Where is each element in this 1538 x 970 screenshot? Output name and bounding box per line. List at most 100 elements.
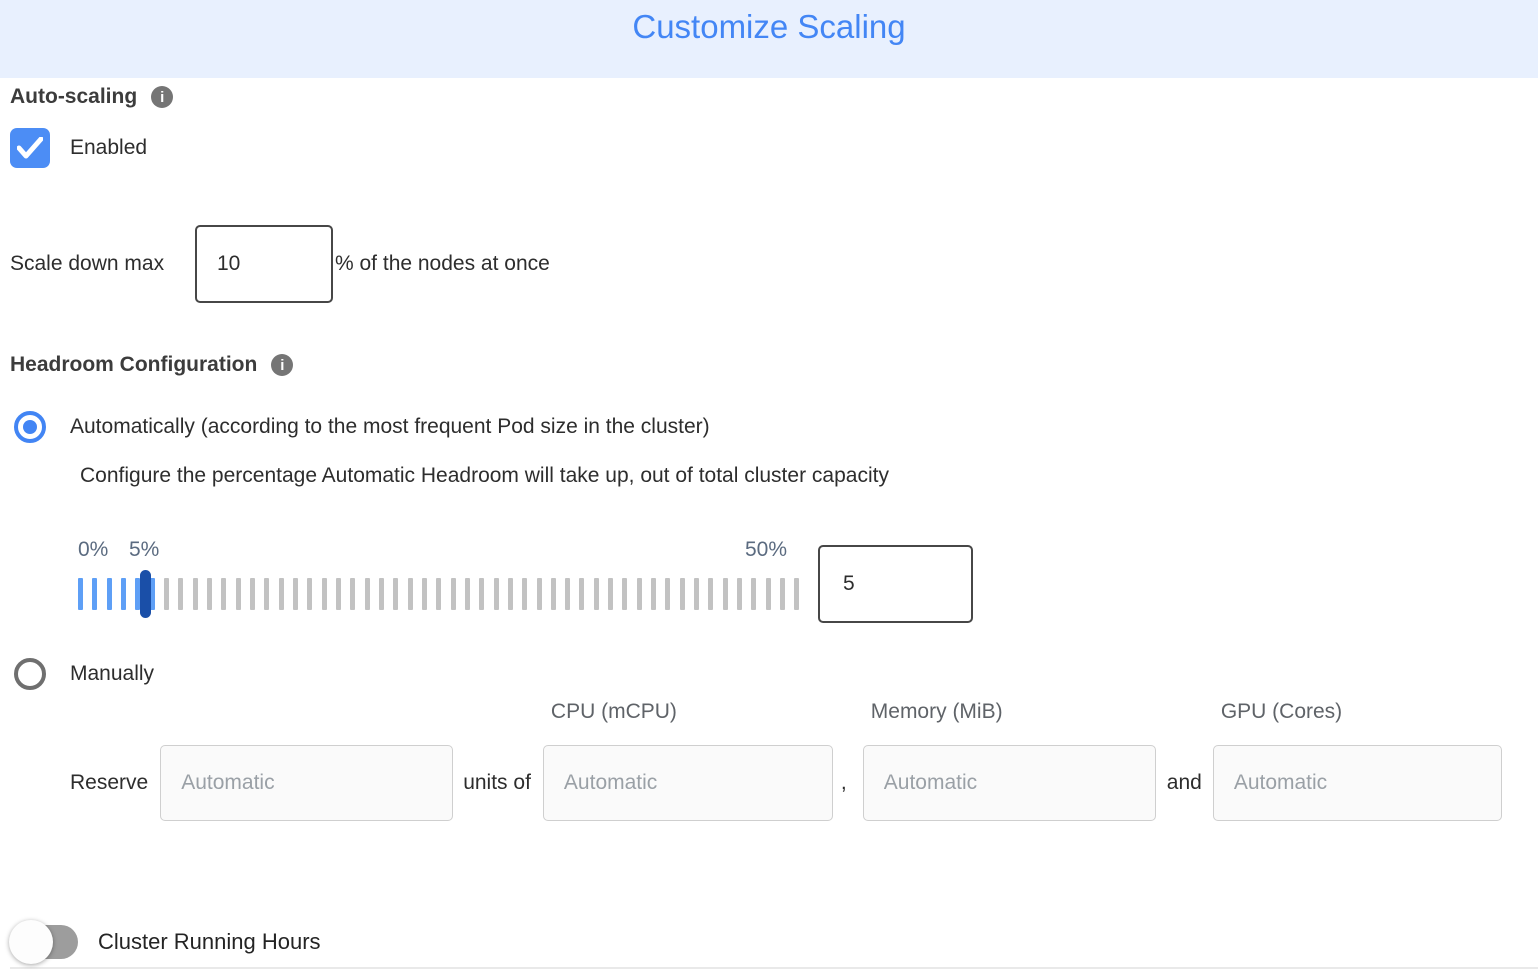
slider-tick[interactable] bbox=[679, 578, 685, 610]
slider-tick[interactable] bbox=[235, 578, 241, 610]
enabled-label: Enabled bbox=[70, 136, 148, 159]
cpu-column-header: CPU (mCPU) bbox=[550, 700, 677, 723]
slider-tick[interactable] bbox=[135, 578, 141, 610]
slider-tick[interactable] bbox=[651, 578, 657, 610]
enabled-checkbox[interactable] bbox=[10, 128, 50, 168]
slider-max-label: 50% bbox=[745, 538, 788, 561]
reserve-units-input[interactable] bbox=[160, 745, 454, 821]
and-separator: and bbox=[1166, 771, 1202, 794]
automatic-radio[interactable] bbox=[14, 411, 46, 443]
slider-tick[interactable] bbox=[665, 578, 671, 610]
slider-tick[interactable] bbox=[393, 578, 399, 610]
headroom-label: Headroom Configuration bbox=[10, 353, 258, 376]
slider-tick[interactable] bbox=[737, 578, 743, 610]
slider-tick[interactable] bbox=[493, 578, 499, 610]
slider-current-label: 5% bbox=[129, 538, 160, 561]
headroom-slider: 0% 5% 50% bbox=[78, 538, 800, 623]
reserve-units-field bbox=[160, 745, 454, 821]
slider-tick[interactable] bbox=[708, 578, 714, 610]
reserve-label: Reserve bbox=[70, 771, 149, 794]
slider-tick[interactable] bbox=[178, 578, 184, 610]
slider-tick[interactable] bbox=[464, 578, 470, 610]
checkmark-icon bbox=[17, 137, 43, 159]
slider-tick[interactable] bbox=[335, 578, 341, 610]
comma-separator: , bbox=[840, 771, 847, 794]
slider-tick[interactable] bbox=[364, 578, 370, 610]
slider-tick[interactable] bbox=[120, 578, 126, 610]
slider-tick[interactable] bbox=[765, 578, 771, 610]
slider-tick[interactable] bbox=[206, 578, 212, 610]
manually-option-label: Manually bbox=[70, 662, 155, 685]
scale-down-max-input[interactable] bbox=[195, 225, 333, 303]
scale-down-suffix: % of the nodes at once bbox=[335, 252, 550, 275]
cluster-running-hours-toggle[interactable] bbox=[9, 920, 78, 964]
slider-tick[interactable] bbox=[407, 578, 413, 610]
radio-dot bbox=[23, 420, 37, 434]
automatic-option-label: Automatically (according to the most fre… bbox=[70, 415, 710, 438]
info-icon[interactable]: i bbox=[271, 354, 294, 376]
dialog-header: Customize Scaling bbox=[0, 0, 1538, 78]
cpu-input[interactable] bbox=[542, 745, 833, 821]
gpu-input[interactable] bbox=[1212, 745, 1502, 821]
slider-tick[interactable] bbox=[780, 578, 786, 610]
slider-tick[interactable] bbox=[507, 578, 513, 610]
slider-tick[interactable] bbox=[565, 578, 571, 610]
slider-handle[interactable] bbox=[140, 570, 151, 618]
slider-tick[interactable] bbox=[608, 578, 614, 610]
memory-column-header: Memory (MiB) bbox=[870, 700, 1003, 723]
scale-down-label: Scale down max bbox=[10, 252, 165, 275]
slider-tick[interactable] bbox=[321, 578, 327, 610]
slider-tick[interactable] bbox=[221, 578, 227, 610]
slider-tick[interactable] bbox=[593, 578, 599, 610]
units-of-label: units of bbox=[463, 771, 531, 794]
headroom-manual-row: Manually bbox=[14, 658, 1538, 690]
slider-tick[interactable] bbox=[264, 578, 270, 610]
slider-tick[interactable] bbox=[751, 578, 757, 610]
slider-tick[interactable] bbox=[92, 578, 98, 610]
headroom-automatic-row: Automatically (according to the most fre… bbox=[14, 411, 1538, 443]
auto-scaling-section-header: Auto-scaling i bbox=[10, 78, 1538, 109]
manually-radio[interactable] bbox=[14, 658, 46, 690]
toggle-knob[interactable] bbox=[9, 920, 53, 964]
slider-tick[interactable] bbox=[292, 578, 298, 610]
memory-input[interactable] bbox=[862, 745, 1156, 821]
slider-tick[interactable] bbox=[278, 578, 284, 610]
auto-scaling-enabled-row: Enabled bbox=[10, 128, 1538, 168]
slider-tick[interactable] bbox=[350, 578, 356, 610]
slider-tick[interactable] bbox=[522, 578, 528, 610]
headroom-percentage-input[interactable] bbox=[818, 545, 973, 623]
slider-tick[interactable] bbox=[622, 578, 628, 610]
slider-tick[interactable] bbox=[106, 578, 112, 610]
slider-tick[interactable] bbox=[307, 578, 313, 610]
slider-tick[interactable] bbox=[536, 578, 542, 610]
bottom-divider bbox=[10, 967, 1538, 969]
slider-tick[interactable] bbox=[794, 578, 800, 610]
scale-down-row: Scale down max % of the nodes at once bbox=[10, 225, 1538, 303]
slider-tick[interactable] bbox=[450, 578, 456, 610]
auto-scaling-label: Auto-scaling bbox=[10, 85, 138, 108]
slider-tick[interactable] bbox=[192, 578, 198, 610]
page-title: Customize Scaling bbox=[632, 8, 906, 45]
slider-tick[interactable] bbox=[479, 578, 485, 610]
slider-tick[interactable] bbox=[694, 578, 700, 610]
slider-tick[interactable] bbox=[149, 578, 155, 610]
slider-tick[interactable] bbox=[78, 578, 83, 610]
dialog-body: Auto-scaling i Enabled Scale down max % … bbox=[0, 78, 1538, 969]
slider-tick[interactable] bbox=[722, 578, 728, 610]
headroom-section-header: Headroom Configuration i bbox=[10, 353, 1538, 377]
cluster-running-hours-label: Cluster Running Hours bbox=[98, 929, 321, 954]
slider-tick[interactable] bbox=[249, 578, 255, 610]
slider-tick[interactable] bbox=[421, 578, 427, 610]
cpu-field: CPU (mCPU) bbox=[542, 700, 833, 821]
slider-tick[interactable] bbox=[163, 578, 169, 610]
headroom-slider-block: 0% 5% 50% bbox=[78, 538, 1538, 623]
slider-tick[interactable] bbox=[550, 578, 556, 610]
slider-ticks[interactable] bbox=[78, 570, 800, 618]
info-icon[interactable]: i bbox=[151, 86, 174, 108]
headroom-auto-description: Configure the percentage Automatic Headr… bbox=[80, 464, 889, 487]
memory-field: Memory (MiB) bbox=[862, 700, 1156, 821]
slider-tick[interactable] bbox=[378, 578, 384, 610]
slider-tick[interactable] bbox=[579, 578, 585, 610]
slider-tick[interactable] bbox=[436, 578, 442, 610]
slider-tick[interactable] bbox=[636, 578, 642, 610]
